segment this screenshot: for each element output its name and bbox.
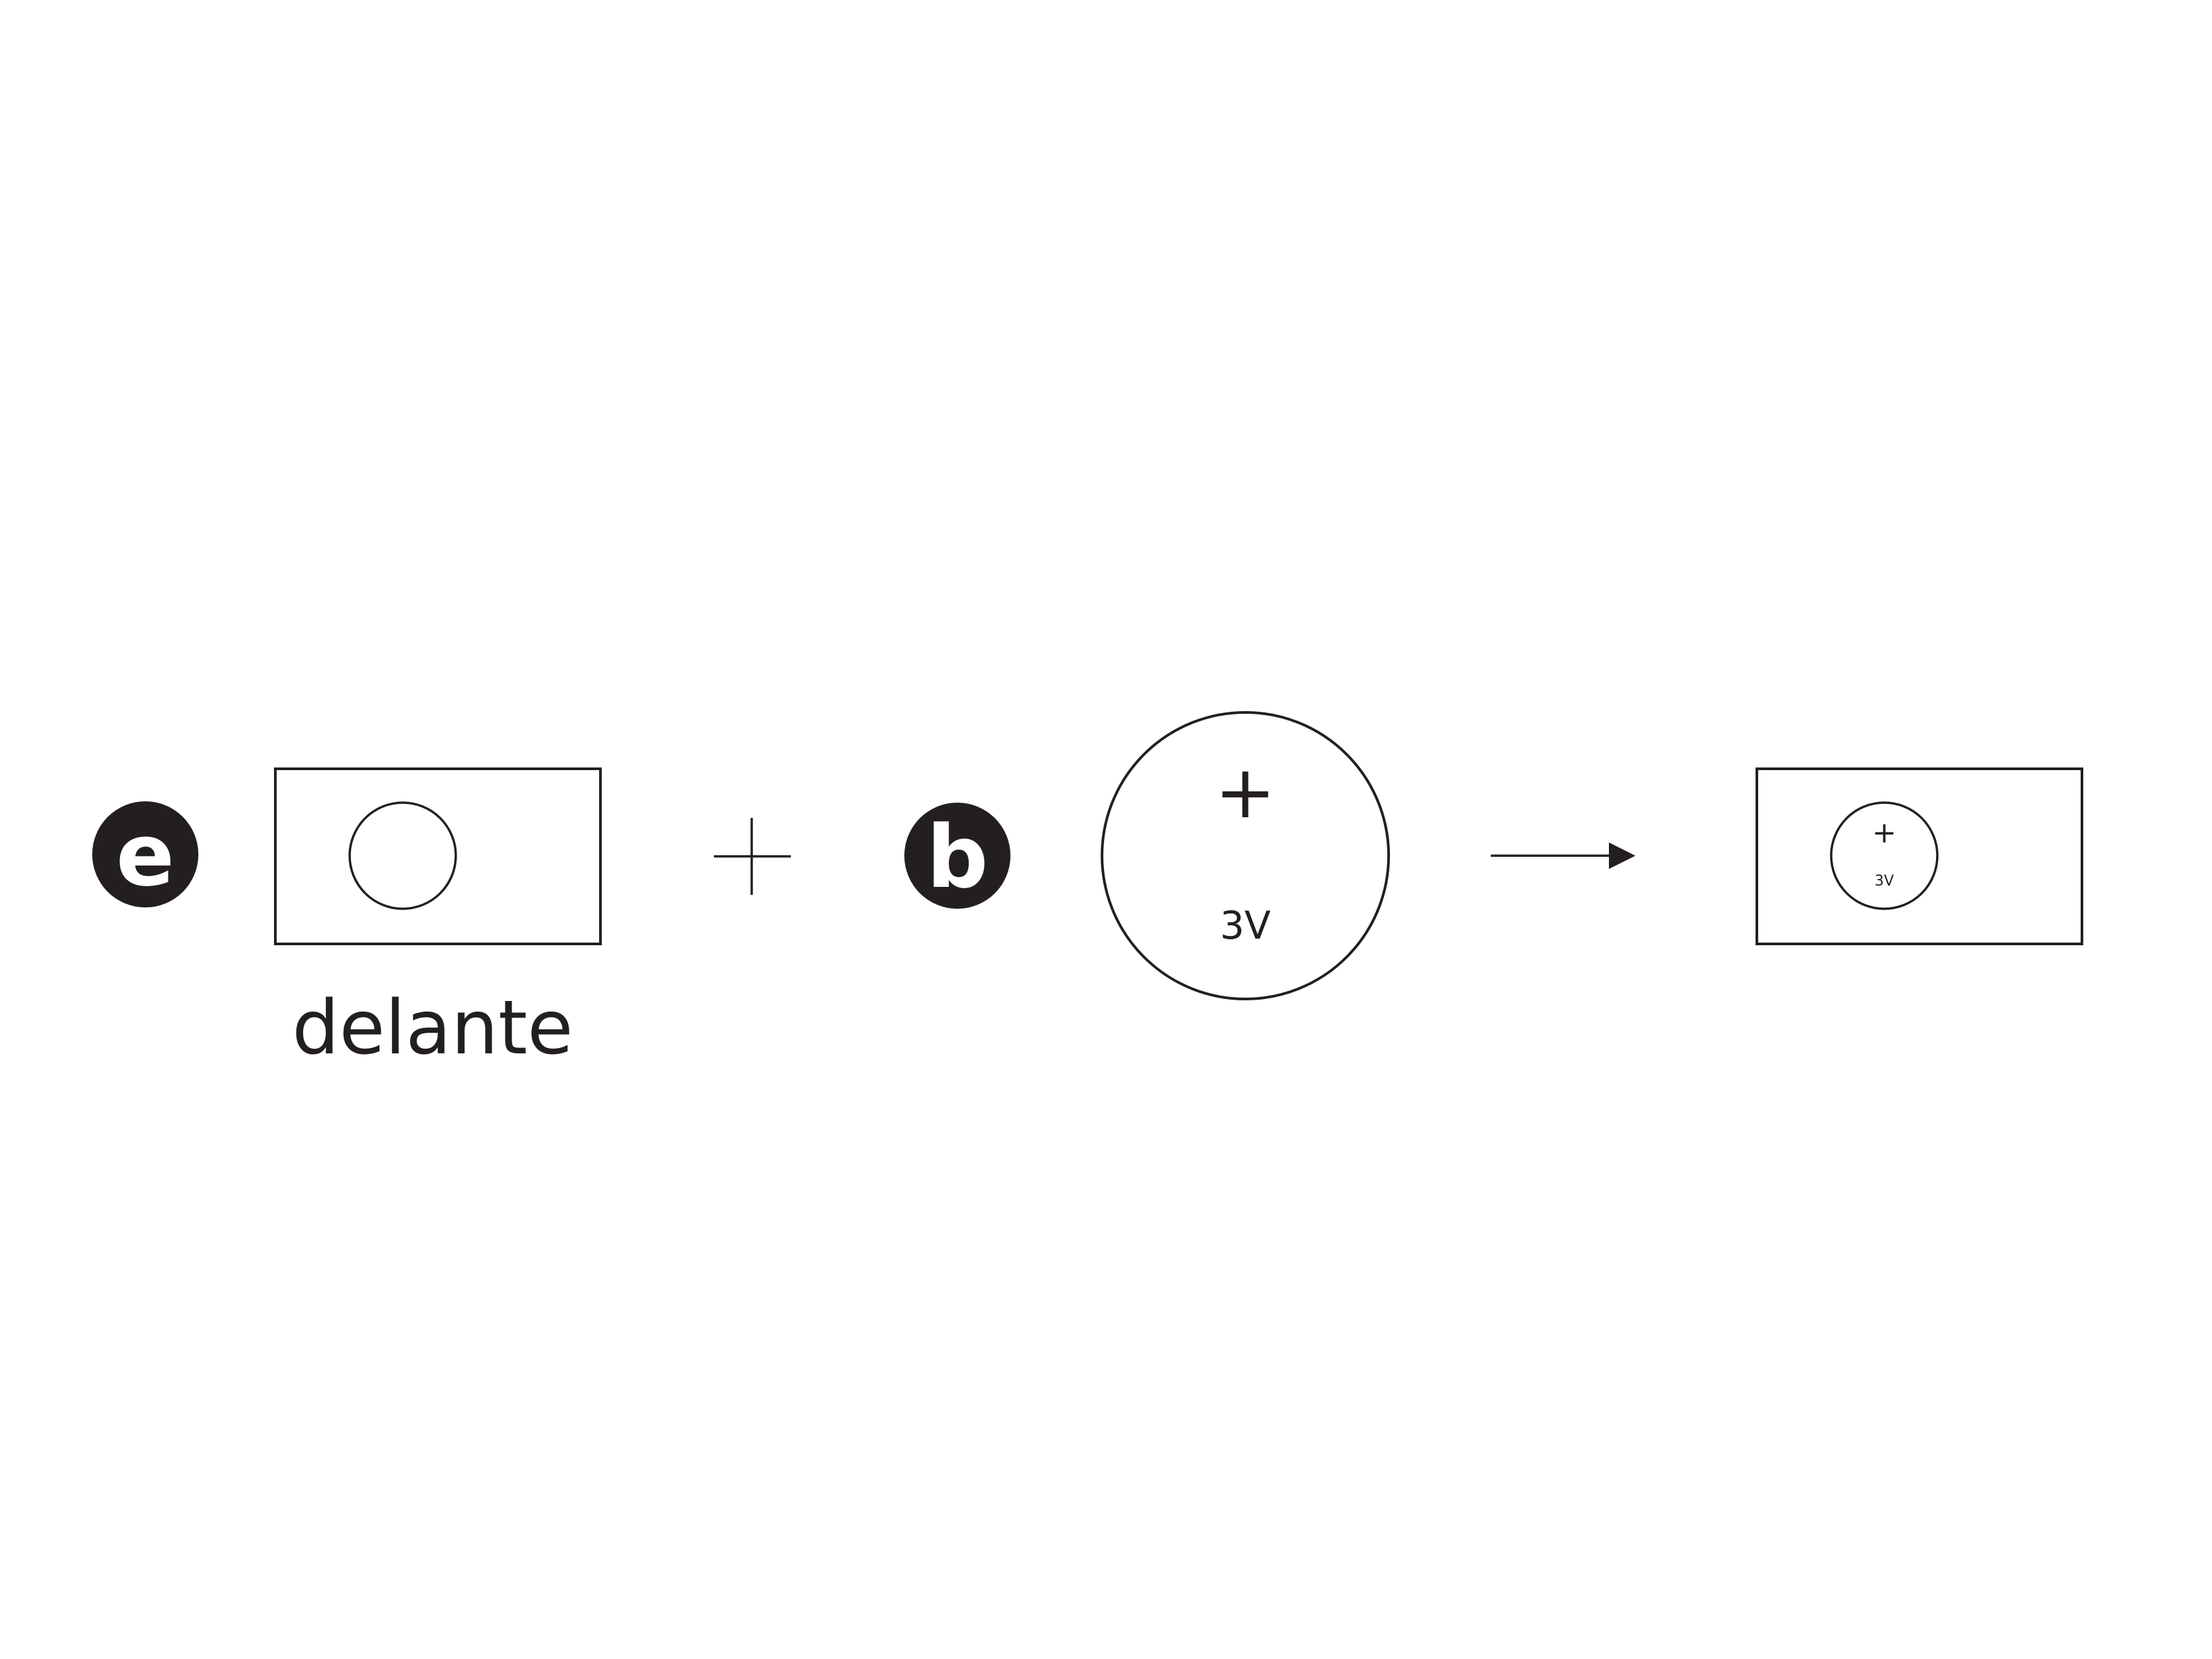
badge-b-circle (904, 803, 1010, 909)
plus-operator-icon (714, 818, 791, 895)
inserted-battery-voltage-label: 3V (1874, 873, 1894, 890)
inserted-battery (1830, 801, 1939, 910)
coin-battery: + 3V (1101, 711, 1390, 1000)
inserted-battery-plus-sign: + (1872, 816, 1897, 850)
badge-b-letter: b (926, 807, 988, 907)
badge-e-circle (92, 801, 198, 907)
empty-battery-slot (348, 801, 457, 910)
battery-voltage-label: 3V (1220, 903, 1271, 948)
badge-e: e (92, 801, 198, 907)
device-front-rect (274, 767, 602, 945)
badge-b: b (904, 803, 1010, 909)
badge-e-letter: e (116, 805, 174, 905)
arrow-right-icon (1491, 842, 1635, 869)
device-with-battery: + 3V (1756, 767, 2083, 945)
coin-battery-circle (1101, 711, 1390, 1000)
device-front (274, 767, 602, 945)
device-result-rect (1756, 767, 2083, 945)
battery-plus-sign: + (1215, 750, 1276, 834)
front-label: delante (292, 985, 573, 1071)
